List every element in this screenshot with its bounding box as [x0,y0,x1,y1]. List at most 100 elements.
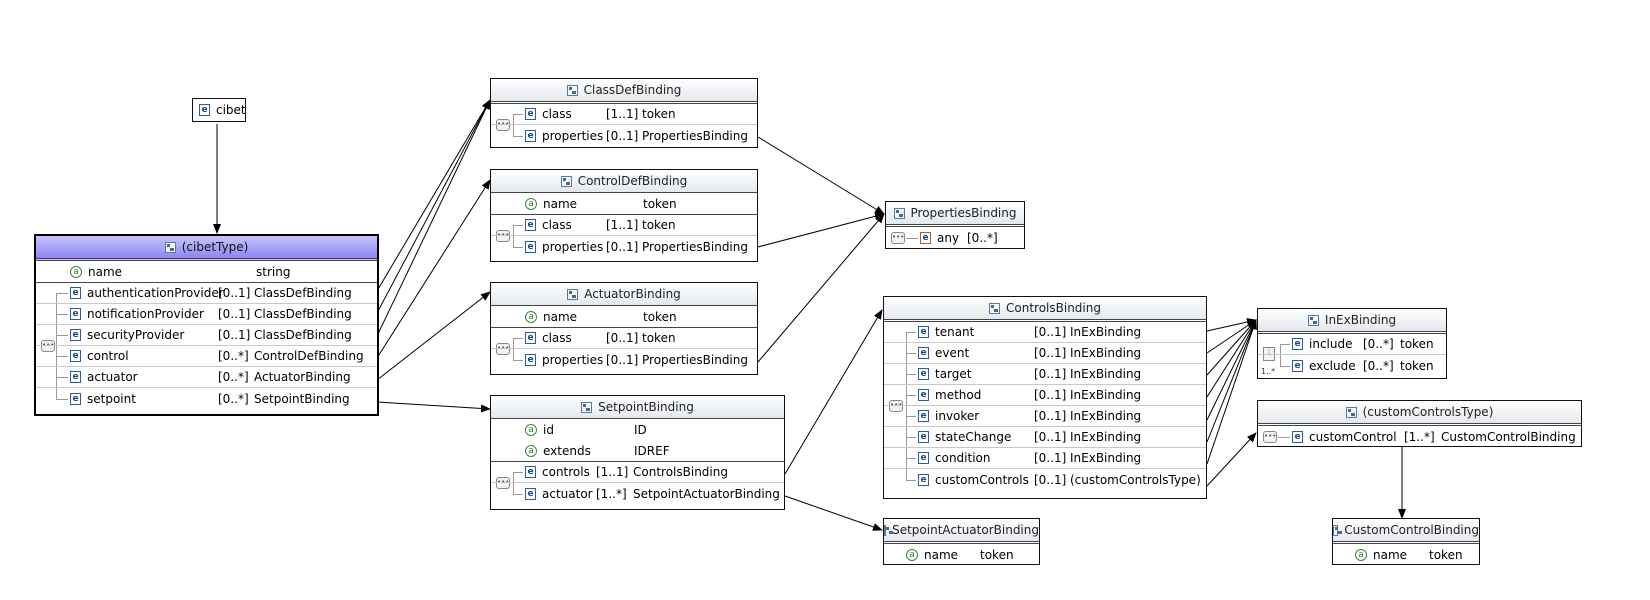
element-type: InExBinding [1070,430,1142,444]
setpointbinding-box[interactable]: SetpointBinding a id ID a extends IDREF … [490,395,785,510]
element-row[interactable]: e tenant [0..1] InExBinding [884,322,1206,343]
element-type: InExBinding [1070,325,1142,339]
element-type: ControlsBinding [633,465,728,479]
element-row[interactable]: e notificationProvider [0..1] ClassDefBi… [36,304,377,325]
element-name: properties [542,128,604,143]
element-row[interactable]: e customControl [1..*] CustomControlBind… [1258,426,1581,447]
attribute-name: name [1373,547,1408,562]
classdefbinding-box[interactable]: ClassDefBinding ••• e class [1..1] token… [490,78,758,148]
element-name: stateChange [935,430,1012,444]
element-row[interactable]: e properties [0..1] PropertiesBinding [491,125,757,146]
element-type: ClassDefBinding [254,286,352,300]
element-cardinality: [0..1] [1034,388,1067,402]
setpointactuatorbinding-box[interactable]: SetpointActuatorBinding a name token [883,518,1040,565]
element-name: actuator [542,486,593,501]
choice-multiplicity: 1..* [1261,367,1276,376]
element-icon: e [918,368,929,380]
element-name: notificationProvider [87,307,204,321]
customcontrolstype-box[interactable]: (customControlsType) ••• e customControl… [1257,400,1582,447]
customcontrolbinding-box[interactable]: CustomControlBinding a name token [1332,518,1480,565]
element-cardinality: [0..1] [1034,451,1067,465]
setpoint-actuator-connector [784,495,883,531]
customcontrolstype-header: (customControlsType) [1258,401,1581,426]
element-row[interactable]: e setpoint [0..*] SetpointBinding [36,388,377,409]
element-row[interactable]: e customControls [0..1] (customControlsT… [884,469,1206,490]
element-icon: e [525,240,536,253]
any-element-icon: e [920,231,931,244]
inexbinding-choice: ⋮ 1..* e include [0..*] token e exclude … [1258,334,1446,376]
condition-connector [1206,319,1257,465]
attribute-name: extends [543,443,591,458]
attribute-icon: a [525,310,537,323]
element-row[interactable]: e event [0..1] InExBinding [884,343,1206,364]
controldefbinding-box[interactable]: ControlDefBinding a name token ••• e cla… [490,169,758,262]
element-row[interactable]: e properties [0..1] PropertiesBinding [491,349,757,370]
element-icon: e [525,487,536,500]
element-name: control [87,349,129,363]
attribute-type: token [643,196,677,211]
actuatorbinding-box[interactable]: ActuatorBinding a name token ••• e class… [490,282,758,375]
element-row[interactable]: e target [0..1] InExBinding [884,364,1206,385]
cibettype-box[interactable]: (cibetType) a name string ••• e authenti… [34,234,379,416]
element-row[interactable]: e include [0..*] token [1258,334,1446,355]
element-cardinality: [0..1] [1034,346,1067,360]
element-row[interactable]: e class [1..1] token [491,215,757,236]
element-name: actuator [87,370,138,384]
element-row[interactable]: e properties [0..1] PropertiesBinding [491,236,757,257]
element-type: InExBinding [1070,451,1142,465]
element-icon: e [525,219,536,231]
element-type: SetpointBinding [254,391,350,406]
customcontrolstype-title: (customControlsType) [1362,405,1494,419]
any-row[interactable]: e any [0..*] [886,227,1024,248]
attribute-name: name [88,264,123,279]
element-icon: e [70,392,81,405]
complex-type-icon [884,524,894,536]
element-type: token [642,218,676,232]
attribute-type: token [980,547,1014,562]
element-cardinality: [0..1] [218,286,251,300]
element-row[interactable]: e controls [1..1] ControlsBinding [491,462,784,483]
element-row[interactable]: e actuator [0..*] ActuatorBinding [36,367,377,388]
attribute-icon: a [525,444,537,457]
attribute-icon: a [1355,548,1367,561]
invoker-connector [1206,319,1257,421]
statechange-connector [1206,319,1257,443]
element-row[interactable]: e control [0..*] ControlDefBinding [36,346,377,367]
element-row[interactable]: e actuator [1..*] SetpointActuatorBindin… [491,483,784,504]
propertiesbinding-box[interactable]: PropertiesBinding ••• e any [0..*] [885,201,1025,249]
element-row[interactable]: e class [0..1] token [491,328,757,349]
element-cardinality: [0..1] [218,307,251,321]
element-name: event [935,346,970,360]
controlsbinding-box[interactable]: ControlsBinding ••• e tenant [0..1] InEx… [883,296,1207,499]
complex-type-icon [1307,314,1319,326]
element-cardinality: [1..1] [606,107,639,121]
setpointactuatorbinding-header: SetpointActuatorBinding [884,519,1039,544]
element-row[interactable]: e method [0..1] InExBinding [884,385,1206,406]
method-connector [1206,319,1257,398]
actuatorbinding-title: ActuatorBinding [584,287,681,301]
element-name: securityProvider [87,328,185,342]
element-cardinality: [0..1] [606,239,639,254]
element-row[interactable]: e stateChange [0..1] InExBinding [884,427,1206,448]
element-type: InExBinding [1070,346,1142,360]
cibet-element-box[interactable]: e cibet [192,98,246,122]
element-row[interactable]: e authenticationProvider [0..1] ClassDef… [36,283,377,304]
cibettype-header: (cibetType) [36,236,377,261]
element-cardinality: [0..*] [218,349,249,363]
element-icon: e [199,104,210,116]
element-row[interactable]: e securityProvider [0..1] ClassDefBindin… [36,325,377,346]
element-name: class [542,218,572,232]
element-name: condition [935,451,991,465]
control-connector [376,179,491,359]
element-icon: e [525,353,536,366]
element-row[interactable]: e class [1..1] token [491,104,757,125]
cibettype-title: (cibetType) [181,240,249,254]
element-icon: e [70,287,81,299]
element-row[interactable]: e exclude [0..*] token [1258,355,1446,376]
complex-type-icon [893,207,905,219]
element-row[interactable]: e invoker [0..1] InExBinding [884,406,1206,427]
element-type: token [642,331,676,345]
element-cardinality: [0..1] [1034,430,1067,444]
inexbinding-box[interactable]: InExBinding ⋮ 1..* e include [0..*] toke… [1257,308,1447,379]
element-row[interactable]: e condition [0..1] InExBinding [884,448,1206,469]
